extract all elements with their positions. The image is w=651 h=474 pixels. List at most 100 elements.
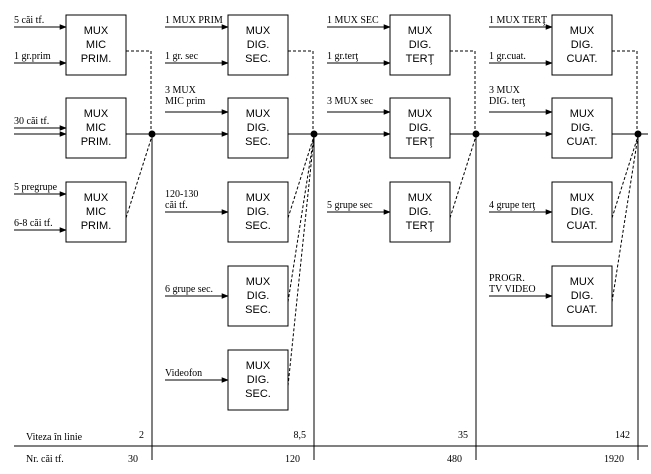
output-dashed-line [612, 50, 638, 130]
mux-box-label-line3: TERŢ [406, 136, 435, 148]
output-dashed-line [449, 135, 477, 219]
mux-box-label-line2: DIG. [571, 122, 594, 134]
output-dashed-line [611, 135, 639, 219]
mux-box-label-line2: DIG. [571, 39, 594, 51]
mux-box-label-line2: DIG. [571, 206, 594, 218]
input-label: 5 pregrupe [14, 182, 58, 193]
input-label-line-1: 3 MUX [489, 85, 521, 96]
input-label-line-1: 3 MUX [165, 85, 197, 96]
input-label: 5 căi tf. [14, 15, 44, 26]
mux-box-4-1 [551, 14, 613, 76]
mux-box-label-line2: DIG. [247, 290, 270, 302]
input-label: 4 grupe terţ [489, 200, 535, 211]
mux-box-label-line3: SEC. [245, 388, 271, 400]
mux-box-1-1 [65, 14, 127, 76]
channels-value: 480 [447, 454, 462, 465]
output-dashed-line [287, 135, 315, 303]
input-label-line-2: TV VIDEO [489, 284, 536, 295]
mux-box-1-2 [65, 97, 127, 159]
input-label-line-2: DIG. terţ [489, 96, 525, 107]
mux-box-label-line3: TERŢ [406, 53, 435, 65]
mux-box-2-4 [227, 265, 289, 327]
mux-box-2-1 [227, 14, 289, 76]
mux-box-1-3 [65, 181, 127, 243]
mux-box-label-line3: PRIM. [81, 220, 112, 232]
mux-box-label-line2: DIG. [409, 206, 432, 218]
mux-box-label-line3: CUAT. [567, 136, 598, 148]
mux-box-label-line1: MUX [246, 360, 271, 372]
mux-box-2-5 [227, 349, 289, 411]
input-label-line-1: 120-130 [165, 189, 198, 200]
channels-label: Nr. căi tf. [26, 454, 64, 465]
mux-box-4-4 [551, 265, 613, 327]
input-label: 1 MUX PRIM [165, 15, 223, 26]
speed-label: Viteza în linie [26, 432, 83, 443]
mux-box-3-2 [389, 97, 451, 159]
mux-box-label-line3: SEC. [245, 304, 271, 316]
mux-box-3-3 [389, 181, 451, 243]
output-dashed-line [287, 135, 315, 219]
channels-value: 30 [128, 454, 138, 465]
input-label-line-2: MIC prim [165, 96, 206, 107]
mux-box-label-line2: DIG. [247, 122, 270, 134]
mux-box-label-line3: SEC. [245, 220, 271, 232]
output-dashed-line [288, 50, 314, 130]
speed-value: 142 [615, 430, 630, 441]
mux-box-label-line2: MIC [86, 206, 106, 218]
input-label: Videofon [165, 368, 202, 379]
channels-value: 120 [285, 454, 300, 465]
mux-box-label-line1: MUX [408, 192, 433, 204]
input-label: 6 grupe sec. [165, 284, 213, 295]
input-label: 1 gr.prim [14, 51, 51, 62]
mux-box-label-line1: MUX [84, 108, 109, 120]
input-label: 3 MUX sec [327, 96, 374, 107]
mux-box-label-line1: MUX [408, 25, 433, 37]
input-label: 1 gr.terţ [327, 51, 358, 62]
mux-box-label-line1: MUX [570, 108, 595, 120]
mux-box-label-line1: MUX [84, 25, 109, 37]
input-label: 1 MUX SEC [327, 15, 379, 26]
mux-box-label-line2: MIC [86, 122, 106, 134]
mux-box-label-line1: MUX [246, 25, 271, 37]
input-label: 1 gr.cuat. [489, 51, 526, 62]
mux-box-label-line3: PRIM. [81, 53, 112, 65]
mux-box-label-line2: DIG. [247, 206, 270, 218]
mux-box-label-line3: CUAT. [567, 53, 598, 65]
mux-box-label-line1: MUX [246, 192, 271, 204]
mux-box-label-line1: MUX [84, 192, 109, 204]
mux-box-label-line2: DIG. [409, 39, 432, 51]
mux-box-label-line3: CUAT. [567, 304, 598, 316]
mux-box-label-line2: DIG. [571, 290, 594, 302]
output-dashed-line [126, 50, 152, 130]
mux-box-label-line3: PRIM. [81, 136, 112, 148]
input-label: 30 căi tf. [14, 116, 49, 127]
output-dashed-line [611, 135, 639, 303]
mux-box-label-line3: SEC. [245, 136, 271, 148]
mux-box-4-2 [551, 97, 613, 159]
mux-box-label-line3: CUAT. [567, 220, 598, 232]
mux-box-label-line3: TERŢ [406, 220, 435, 232]
output-dashed-line [125, 135, 153, 219]
input-label: 5 grupe sec [327, 200, 373, 211]
input-label: 6-8 căi tf. [14, 218, 53, 229]
mux-box-3-1 [389, 14, 451, 76]
input-label: 1 MUX TERŢ [489, 15, 547, 26]
speed-value: 35 [458, 430, 468, 441]
mux-box-label-line3: SEC. [245, 53, 271, 65]
mux-box-label-line1: MUX [570, 276, 595, 288]
mux-box-2-2 [227, 97, 289, 159]
input-label: 1 gr. sec [165, 51, 199, 62]
output-dashed-line [287, 135, 315, 387]
mux-box-label-line2: DIG. [247, 39, 270, 51]
mux-box-label-line2: DIG. [409, 122, 432, 134]
mux-box-label-line1: MUX [246, 108, 271, 120]
mux-box-label-line2: MIC [86, 39, 106, 51]
input-label-line-1: PROGR. [489, 273, 525, 284]
input-label-line-2: căi tf. [165, 200, 188, 211]
mux-box-label-line1: MUX [570, 25, 595, 37]
channels-value: 1920 [604, 454, 624, 465]
speed-value: 2 [139, 430, 144, 441]
mux-box-label-line1: MUX [408, 108, 433, 120]
